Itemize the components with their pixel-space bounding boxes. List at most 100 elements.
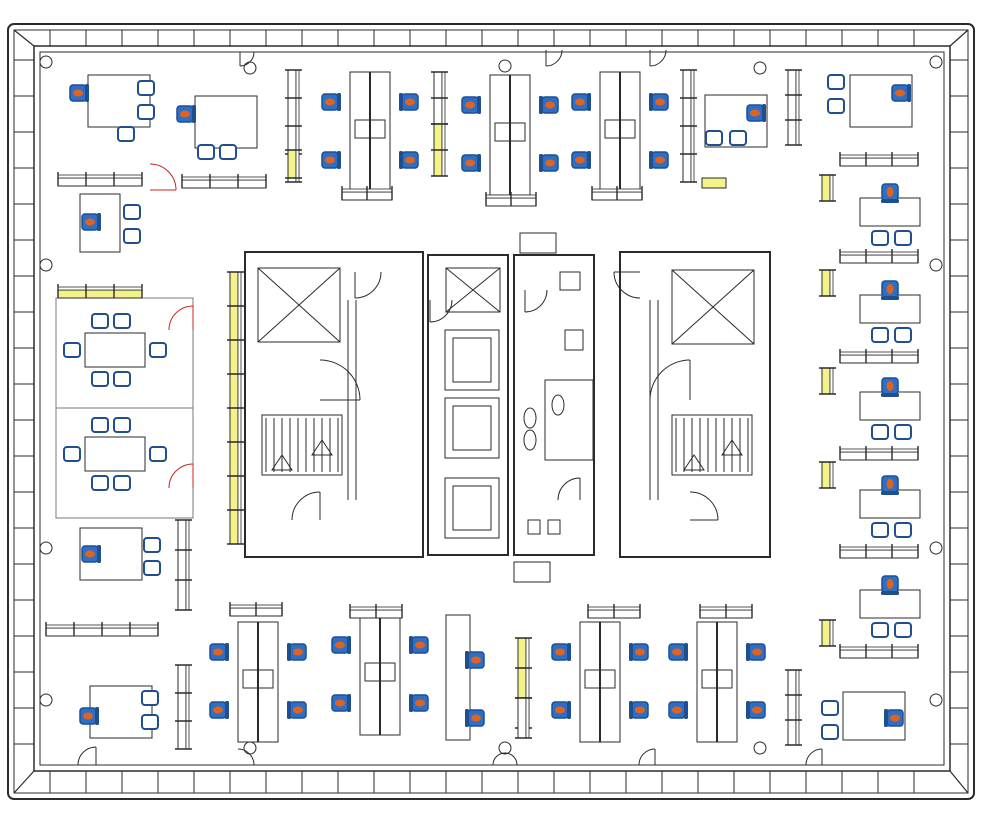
office-chair-icon — [399, 151, 419, 169]
person-icon — [85, 218, 95, 226]
office-chair-icon — [891, 84, 911, 102]
office-chair-icon — [746, 104, 766, 122]
cabinet-row — [839, 544, 919, 559]
door-swing-icon — [237, 748, 255, 766]
office-chair-icon — [209, 701, 229, 719]
column-icon — [929, 541, 943, 555]
cabinet-column — [819, 461, 836, 489]
door-swing-icon — [649, 359, 691, 401]
elevator-shaft-left — [257, 267, 341, 343]
empty-chair-icon — [894, 622, 912, 638]
office-chair-icon — [881, 183, 899, 203]
empty-chair-icon — [827, 98, 845, 114]
toilet-icon — [523, 407, 537, 429]
elevator-car-inner — [452, 405, 492, 451]
person-icon — [635, 706, 645, 714]
door-swing-icon — [649, 49, 667, 67]
inner-wall-inner-line — [39, 51, 945, 766]
office-chair-icon — [81, 213, 101, 231]
empty-chair-icon — [91, 313, 109, 329]
office-chair-icon — [571, 93, 591, 111]
elevator-car — [444, 397, 500, 459]
cabinet-row — [341, 186, 393, 201]
person-icon — [575, 98, 585, 106]
cabinet-column — [175, 664, 192, 750]
single-desk — [704, 94, 768, 148]
person-icon — [83, 712, 93, 720]
desk-screen — [364, 662, 396, 682]
column-icon — [498, 741, 512, 755]
column-icon — [929, 258, 943, 272]
exterior-walls — [7, 23, 975, 800]
empty-chair-icon — [117, 126, 135, 142]
person-icon — [213, 648, 223, 656]
left-core-block — [244, 251, 424, 558]
door-swing-icon — [429, 299, 453, 323]
empty-chair-icon — [729, 130, 747, 146]
toilet-icon — [551, 394, 565, 416]
person-icon — [890, 714, 900, 722]
office-chair-icon — [881, 280, 899, 300]
cabinet-row — [839, 152, 919, 167]
office-chair-icon — [668, 643, 688, 661]
empty-chair-icon — [91, 371, 109, 387]
single-desk — [79, 527, 143, 581]
cabinet-row — [181, 174, 267, 189]
outer-wall-inner-line — [13, 29, 969, 794]
building-core — [244, 232, 771, 583]
office-chair-icon — [881, 475, 899, 495]
cabinet-column — [285, 69, 302, 183]
sink-icon — [527, 519, 541, 535]
office-chair-icon — [81, 545, 101, 563]
cabinet-column — [819, 367, 836, 395]
inner-wall — [33, 45, 951, 772]
empty-chair-icon — [871, 424, 889, 440]
stair-left — [261, 414, 343, 476]
elevator-car-inner — [452, 337, 492, 383]
person-icon — [293, 706, 303, 714]
door-swing-icon — [319, 359, 361, 401]
person-icon — [895, 89, 905, 97]
desk-screen — [701, 669, 733, 689]
column-icon — [753, 741, 767, 755]
person-icon — [405, 98, 415, 106]
cabinet-row — [839, 349, 919, 364]
stair-arrow-icon — [683, 454, 705, 471]
cabinet-row — [229, 602, 283, 617]
empty-chair-icon — [143, 537, 161, 553]
empty-chair-icon — [63, 342, 81, 358]
office-chair-icon — [321, 93, 341, 111]
person-icon — [886, 381, 894, 391]
elevator-car — [444, 477, 500, 539]
cabinet-row — [839, 644, 919, 659]
empty-chair-icon — [63, 446, 81, 462]
office-chair-icon — [668, 701, 688, 719]
toilet-cubicle — [544, 379, 594, 461]
elevator-car-inner — [452, 485, 492, 531]
office-chair-icon — [209, 643, 229, 661]
empty-chair-icon — [705, 130, 723, 146]
person-icon — [471, 656, 481, 664]
single-desk — [445, 614, 471, 741]
office-chair-icon — [746, 701, 766, 719]
cabinet-row — [349, 604, 403, 619]
office-chair-icon — [176, 105, 196, 123]
office-chair-icon — [571, 151, 591, 169]
column-icon — [929, 693, 943, 707]
vent-box-top — [519, 232, 557, 254]
toilet-icon — [523, 429, 537, 451]
empty-chair-icon — [91, 475, 109, 491]
stair-right — [671, 414, 753, 476]
column-icon — [929, 55, 943, 69]
empty-chair-icon — [149, 342, 167, 358]
door-swing-icon — [168, 463, 194, 489]
desk-screen — [494, 122, 526, 142]
elevator-shaft-right — [671, 269, 755, 345]
empty-chair-icon — [894, 230, 912, 246]
empty-chair-icon — [137, 104, 155, 120]
cabinet-column — [431, 71, 448, 125]
single-desk — [194, 95, 258, 149]
doors — [77, 49, 823, 766]
cabinet-column — [680, 69, 697, 183]
office-chair-icon — [649, 151, 669, 169]
